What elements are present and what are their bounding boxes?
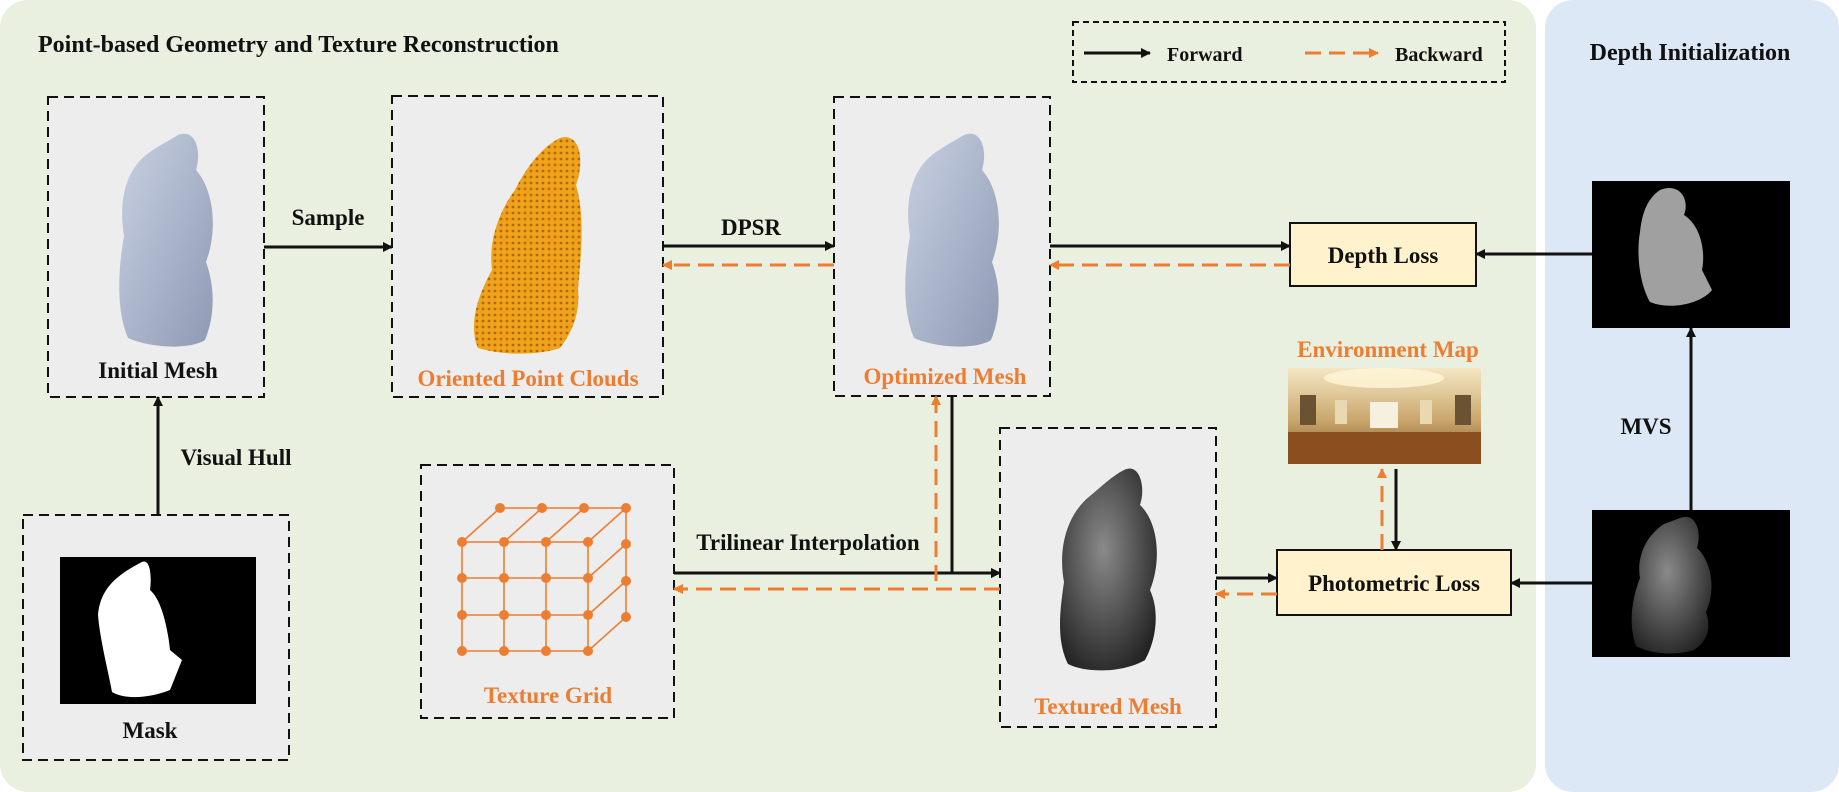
photometric-loss-box [1276, 549, 1512, 616]
mask-silhouette [98, 561, 182, 698]
mesh-backward-arrow [931, 395, 1000, 591]
point-cloud-image [473, 137, 582, 354]
input-photo-statue [1631, 516, 1712, 654]
side-panel-title: Depth Initialization [1590, 40, 1791, 66]
depth-loss-label: Depth Loss [1328, 243, 1439, 268]
texture-grid-label: Texture Grid [484, 683, 613, 708]
legend-forward-label: Forward [1167, 44, 1243, 66]
texture-grid-lattice [461, 507, 627, 652]
textured-mesh-image [1060, 468, 1157, 671]
optimized-mesh-image [905, 133, 999, 347]
mvs-label: MVS [1620, 414, 1671, 439]
environment-map-image [1288, 368, 1481, 464]
legend-backward-label: Backward [1395, 44, 1483, 66]
mask-label: Mask [123, 718, 178, 743]
point-cloud-label: Oriented Point Clouds [417, 366, 638, 391]
texture-grid-nodes [457, 503, 631, 656]
depth-map-silhouette [1638, 188, 1712, 306]
texture-grid-box [420, 464, 675, 719]
legend-box [1072, 21, 1506, 83]
dpsr-label: DPSR [721, 215, 781, 240]
forward-arrows [153, 241, 1696, 588]
visual-hull-label: Visual Hull [181, 445, 292, 470]
optimized-mesh-label: Optimized Mesh [864, 364, 1027, 389]
backward-arrows [662, 260, 1387, 599]
legend: Forward Backward [1072, 21, 1506, 83]
initial-mesh-image [119, 133, 213, 347]
initial-mesh-label: Initial Mesh [98, 358, 218, 383]
photometric-loss-label: Photometric Loss [1308, 571, 1480, 596]
environment-map-label: Environment Map [1297, 337, 1479, 362]
textured-mesh-label: Textured Mesh [1034, 694, 1182, 719]
trilinear-interpolation-label: Trilinear Interpolation [696, 530, 920, 555]
depth-loss-box [1289, 222, 1477, 287]
sample-label: Sample [292, 205, 365, 230]
main-panel-title: Point-based Geometry and Texture Reconst… [38, 32, 559, 58]
mesh-to-textured-arrow [950, 396, 1001, 578]
